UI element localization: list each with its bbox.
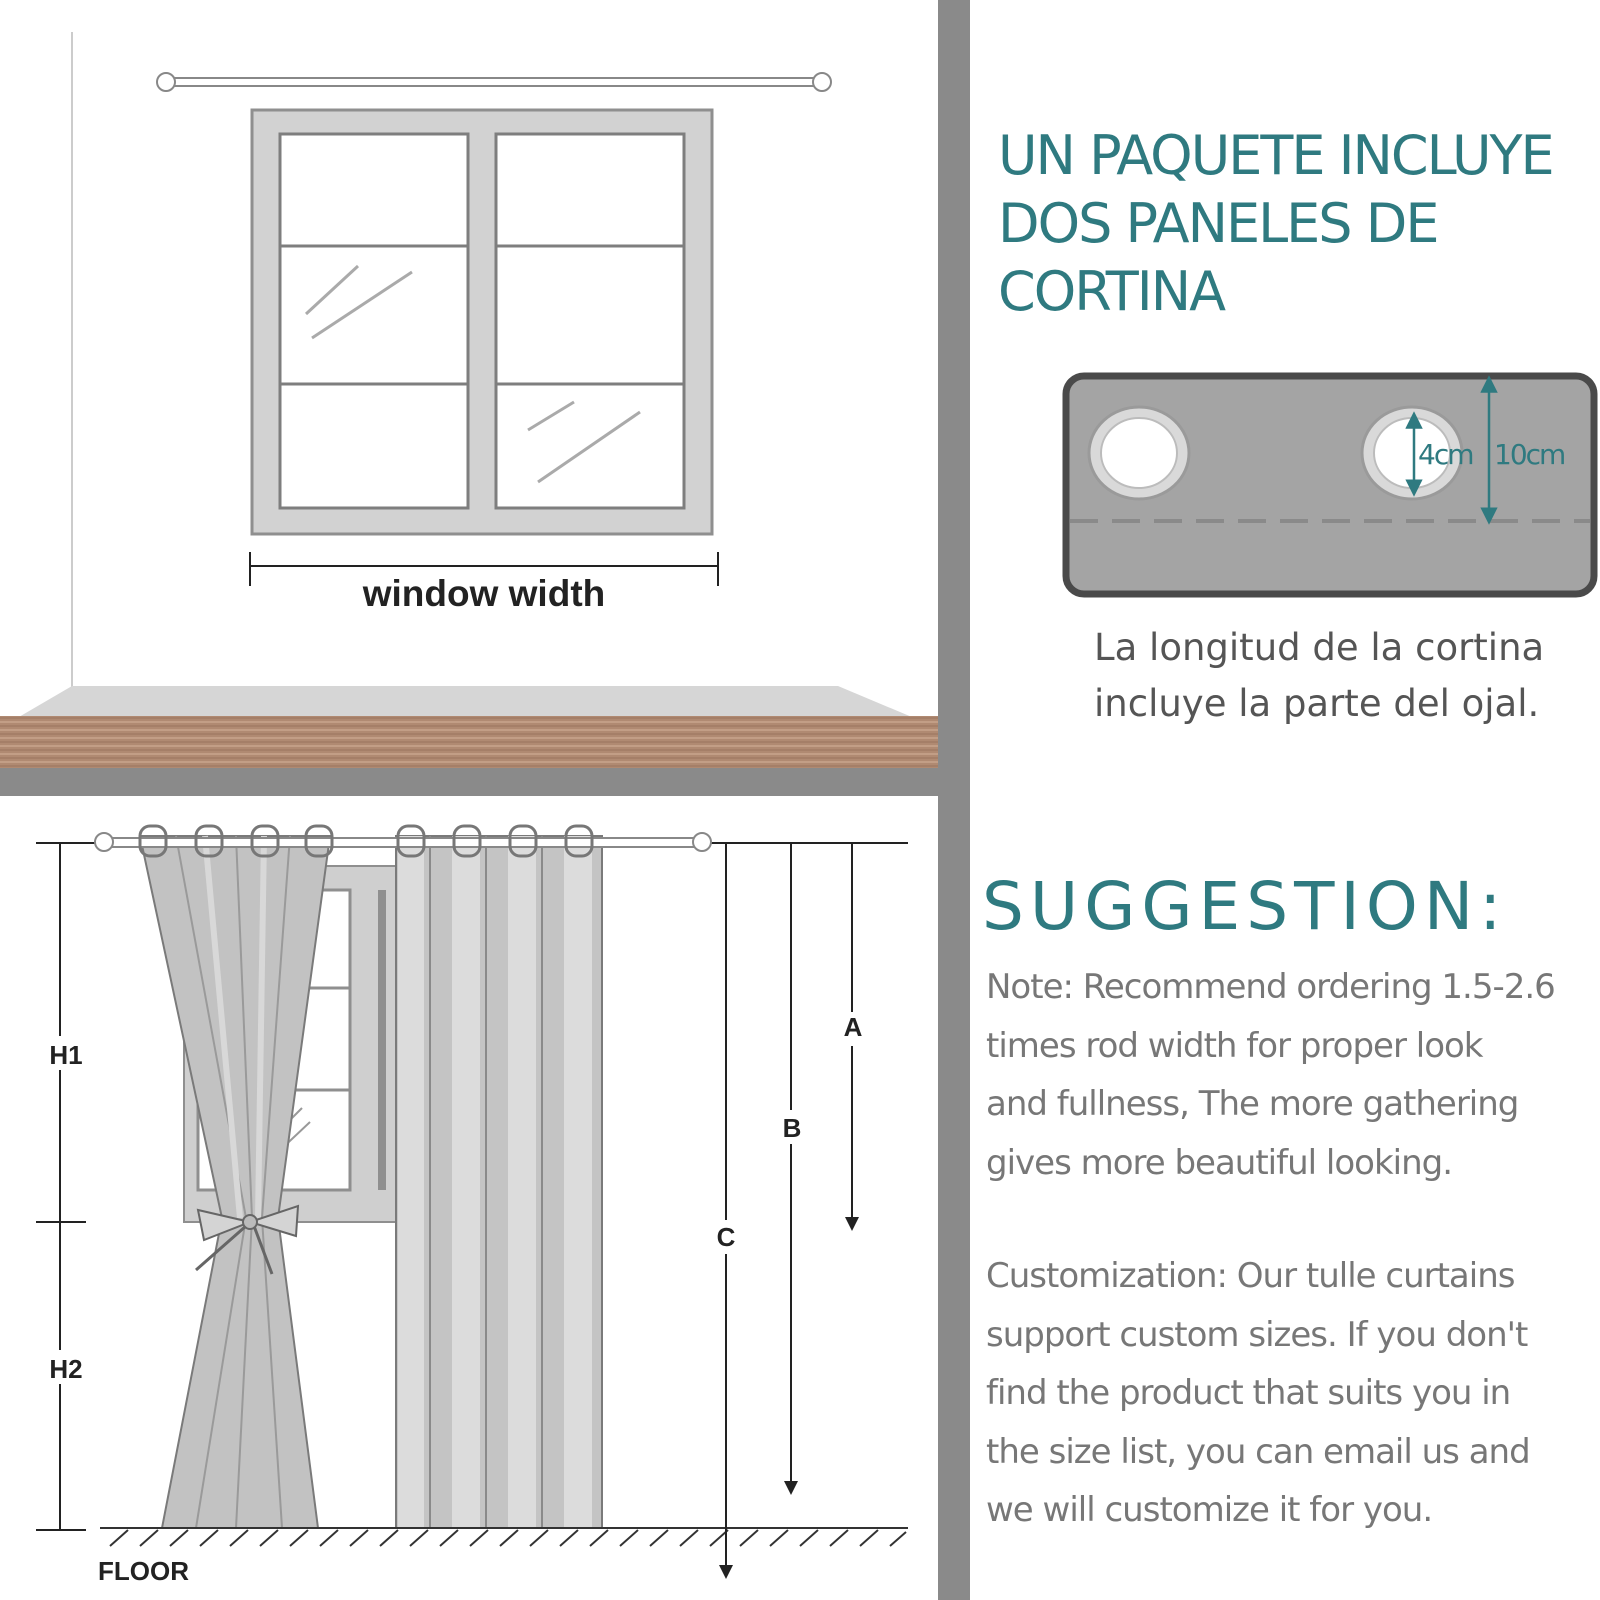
floor-label: FLOOR [98,1556,189,1586]
customization-note: Customization: Our tulle curtains suppor… [986,1247,1586,1540]
hanging-curtain-panel [395,835,603,1529]
caption-line: incluye la parte del ojal. [1094,682,1540,725]
custom-line: the size list, you can email us and [986,1431,1531,1472]
floor-hatching [100,1527,908,1547]
caption-line: La longitud de la cortina [1094,626,1545,669]
package-title-line: CORTINA [998,260,1226,323]
custom-line: find the product that suits you in [986,1373,1511,1413]
grommet-row [138,824,594,858]
grommet-caption: La longitud de la cortina incluye la par… [1094,620,1584,732]
h2-label: H2 [49,1354,82,1384]
note-line: gives more beautiful looking. [986,1142,1453,1183]
suggestion-title: SUGGESTION: [982,868,1508,945]
package-title: UN PAQUETE INCLUYE DOS PANELES DE CORTIN… [998,122,1588,326]
window-width-dimension [249,552,719,586]
dimension-b-label: B [783,1113,802,1143]
dimension-c-label: C [717,1222,736,1252]
window-width-panel: window width [0,32,938,768]
wood-floor [0,716,938,768]
window-width-label: window width [362,573,606,614]
dimension-a-label: A [844,1012,863,1042]
custom-line: Customization: Our tulle curtains [986,1256,1515,1296]
custom-line: we will customize it for you. [986,1490,1433,1530]
package-title-line: UN PAQUETE INCLUYE [998,124,1555,187]
curtain-header-strip [1062,372,1598,598]
inner-dimension-label: 4cm [1418,438,1472,471]
h1-label: H1 [49,1040,82,1070]
suggestion-note: Note: Recommend ordering 1.5-2.6 times r… [986,958,1586,1192]
horizontal-divider [0,768,938,796]
note-line: times rod width for proper look [986,1025,1483,1066]
note-line: Note: Recommend ordering 1.5-2.6 [986,967,1556,1007]
tieback-bow [195,1204,300,1275]
note-line: and fullness, The more gathering [986,1084,1519,1124]
curtain-rod-top [156,72,832,92]
window-frame [250,108,714,536]
height-scale [36,843,86,1531]
panel-dividers [0,0,970,1600]
tied-curtain-panel [138,835,332,1529]
outer-dimension-label: 10cm [1494,438,1564,471]
glass-glare [304,264,360,316]
grommet-detail: 4cm 10cm [1062,372,1598,598]
curtain-rod-bottom [94,824,712,858]
custom-line: support custom sizes. If you don't [986,1314,1528,1355]
grommet-ring-left [1087,405,1191,501]
measure-panel: H1 H2 A B C FLOOR [36,824,908,1586]
vertical-divider [938,0,970,1600]
package-title-line: DOS PANELES DE [998,192,1439,255]
